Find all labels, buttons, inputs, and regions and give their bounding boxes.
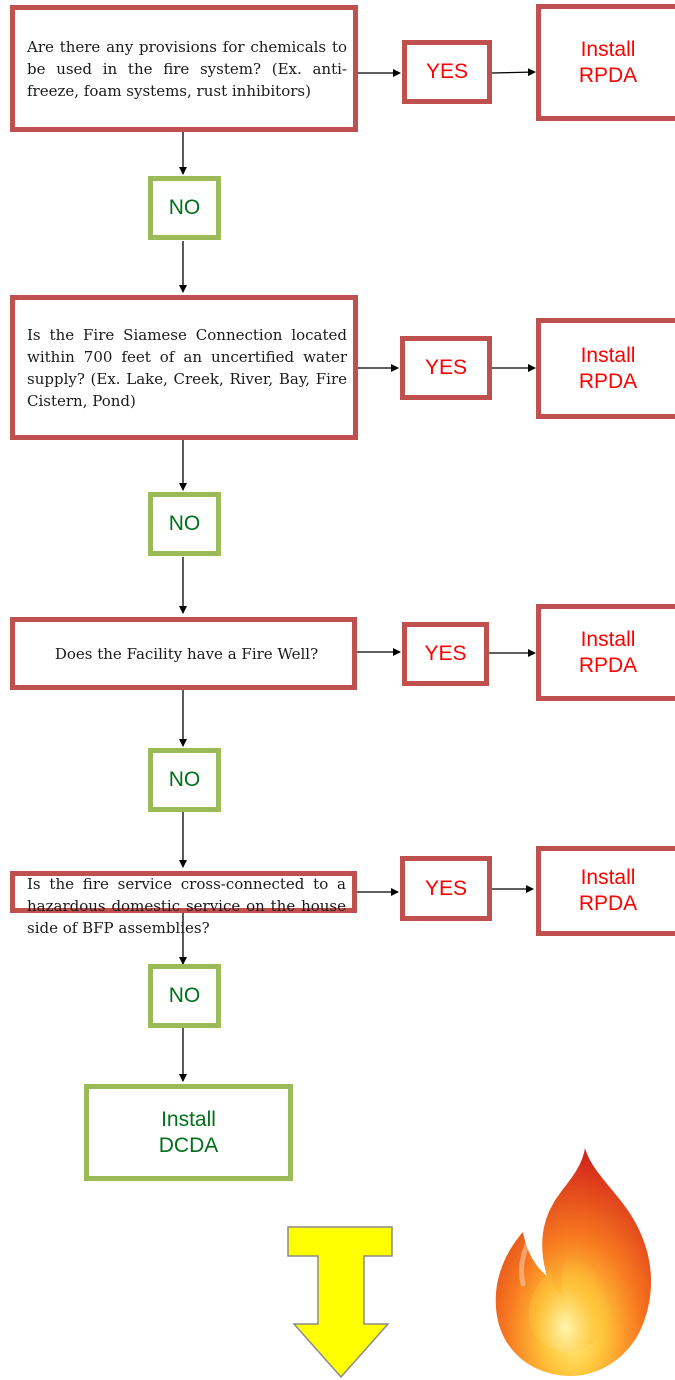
- yes-node: YES: [402, 40, 492, 104]
- flame-icon: [495, 1148, 652, 1376]
- question-text: Are there any provisions for chemicals t…: [27, 37, 347, 100]
- no-label: NO: [168, 984, 201, 1007]
- yes-node: YES: [400, 856, 492, 921]
- question-text: Is the Fire Siamese Connection located w…: [27, 325, 347, 410]
- question-cross-connection: Is the fire service cross-connected to a…: [10, 871, 357, 937]
- question-text: Is the fire service cross-connected to a…: [27, 875, 346, 937]
- down-arrow-icon: [287, 1226, 393, 1379]
- no-node: NO: [148, 176, 221, 240]
- question-siamese-connection: Is the Fire Siamese Connection located w…: [10, 295, 358, 440]
- yes-label: YES: [424, 642, 467, 665]
- question-fire-well: Does the Facility have a Fire Well?: [10, 617, 357, 690]
- no-label: NO: [168, 196, 201, 219]
- no-node: NO: [148, 964, 221, 1028]
- no-label: NO: [168, 512, 201, 535]
- question-chemicals: Are there any provisions for chemicals t…: [10, 5, 358, 132]
- yes-label: YES: [425, 60, 469, 83]
- no-node: NO: [148, 748, 221, 812]
- no-label: NO: [168, 768, 201, 791]
- question-text: Does the Facility have a Fire Well?: [54, 644, 319, 663]
- yes-label: YES: [424, 356, 468, 379]
- yes-label: YES: [424, 876, 468, 900]
- yes-node: YES: [402, 622, 489, 686]
- no-node: NO: [148, 492, 221, 556]
- yes-node: YES: [400, 336, 492, 400]
